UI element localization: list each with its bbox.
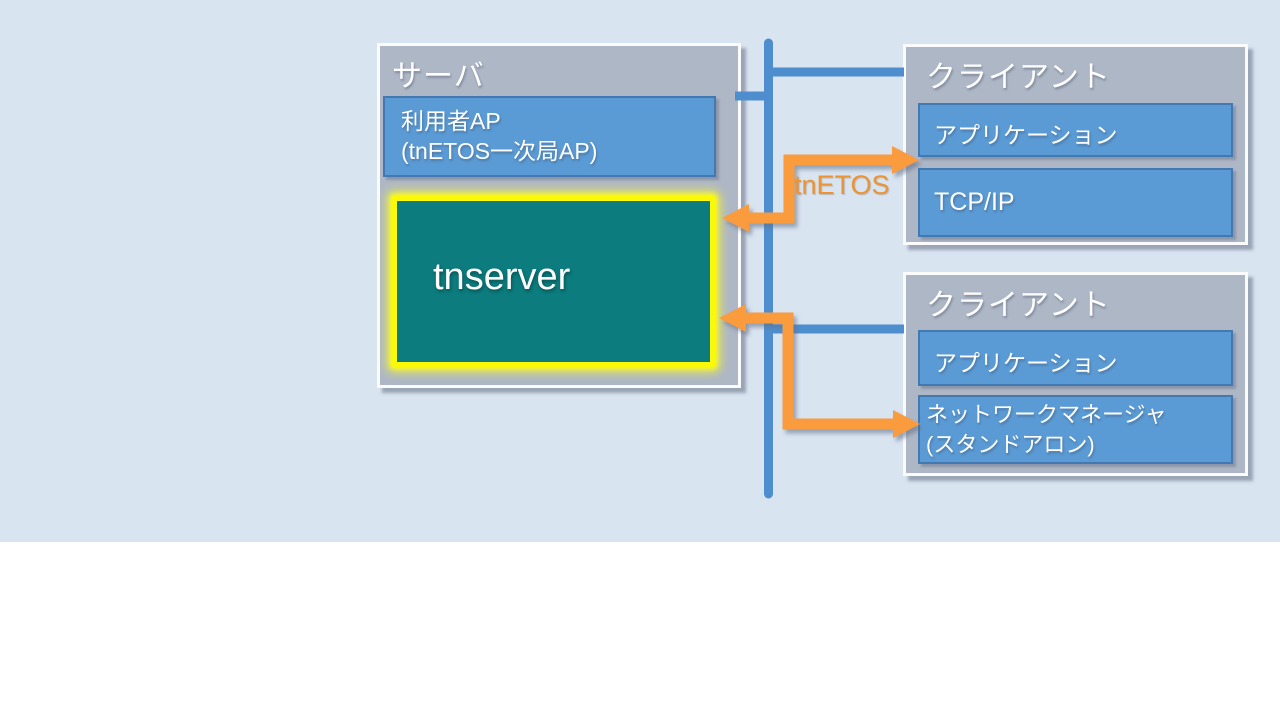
network-manager-label-line1: ネットワークマネージャ [926, 402, 1167, 427]
tcp-ip-label: TCP/IP [934, 188, 1015, 216]
application-box-bottom: アプリケーション [918, 330, 1233, 386]
client-top-title: クライアント [926, 61, 1111, 94]
server-panel: サーバ 利用者AP (tnETOS一次局AP) tnserver [377, 43, 741, 388]
network-manager-label-line2: (スタンドアロン) [926, 432, 1095, 457]
network-manager-box: ネットワークマネージャ (スタンドアロン) [918, 395, 1233, 464]
tnserver-label: tnserver [433, 256, 571, 298]
application-label: アプリケーション [934, 350, 1118, 376]
client-panel-top: クライアント アプリケーション TCP/IP [903, 44, 1248, 245]
client-panel-bottom: クライアント アプリケーション ネットワークマネージャ (スタンドアロン) [903, 272, 1248, 476]
user-ap-box: 利用者AP (tnETOS一次局AP) [383, 96, 716, 177]
application-box-top: アプリケーション [918, 103, 1233, 157]
user-ap-label-line1: 利用者AP [401, 108, 501, 134]
tcp-ip-box: TCP/IP [918, 168, 1233, 237]
server-title: サーバ [392, 60, 485, 93]
client-bottom-title: クライアント [926, 289, 1111, 322]
tnetos-protocol-label: tnETOS [794, 170, 890, 200]
application-label: アプリケーション [934, 122, 1118, 148]
user-ap-label-line2: (tnETOS一次局AP) [401, 138, 598, 164]
tnserver-box: tnserver [392, 196, 715, 367]
